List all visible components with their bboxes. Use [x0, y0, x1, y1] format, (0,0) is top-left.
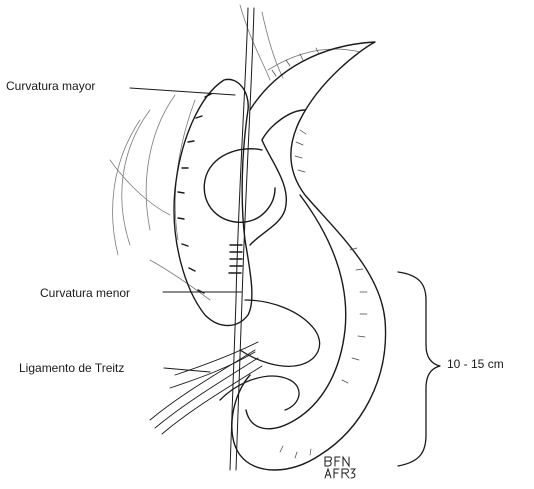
- label-ligamento-treitz: Ligamento de Treitz: [19, 362, 124, 374]
- background-tissue: [110, 5, 360, 300]
- leader-lines: [130, 88, 242, 372]
- label-curvatura-menor: Curvatura menor: [40, 287, 130, 299]
- label-distance: 10 - 15 cm: [447, 358, 504, 370]
- artist-signature: [322, 454, 358, 482]
- distance-brace: [398, 272, 440, 466]
- gastric-pouch: [174, 79, 252, 325]
- vertical-suture-line: [230, 8, 254, 470]
- label-curvatura-mayor: Curvatura mayor: [6, 80, 95, 92]
- jejunal-loop: [204, 42, 385, 470]
- treitz-ligament: [150, 342, 262, 434]
